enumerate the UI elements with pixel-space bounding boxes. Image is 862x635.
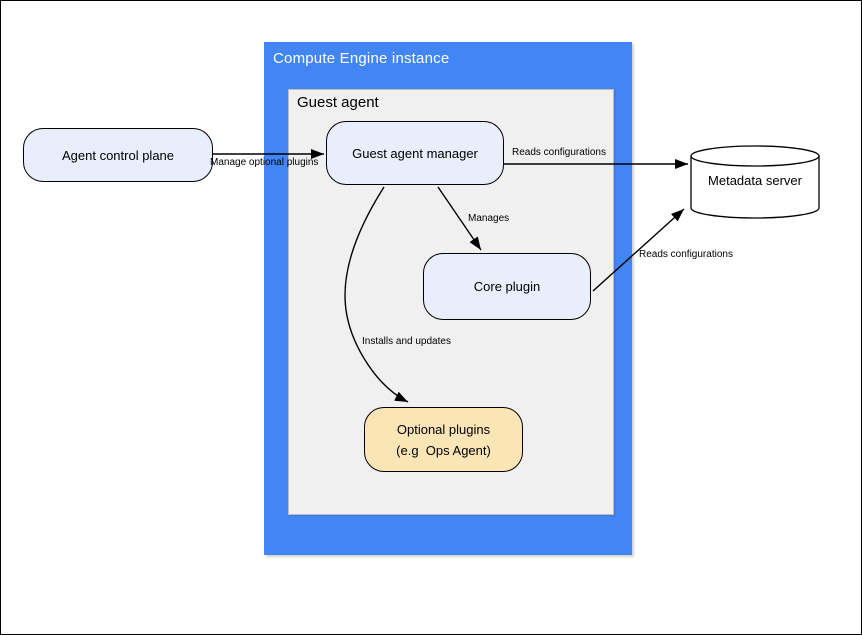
core-plugin-label: Core plugin (473, 279, 541, 294)
node-core-plugin: Core plugin (423, 253, 591, 320)
edge-label-reads-configurations-top: Reads configurations (512, 147, 606, 158)
edge-label-installs-and-updates: Installs and updates (362, 336, 451, 347)
guest-agent-manager-label: Guest agent manager (352, 145, 478, 161)
edge-label-manages: Manages (468, 213, 510, 224)
guest-agent-title: Guest agent (297, 94, 379, 111)
optional-plugins-label-line2: (e.g Ops Agent) (396, 442, 491, 458)
edge-label-manage-optional-plugins: Manage optional plugins (210, 157, 319, 168)
metadata-server-label: Metadata server (708, 173, 802, 188)
optional-plugins-label-line1: Optional plugins (396, 421, 491, 437)
node-agent-control-plane: Agent control plane (23, 128, 213, 182)
node-guest-agent-manager: Guest agent manager (326, 121, 504, 185)
agent-control-plane-label: Agent control plane (61, 147, 175, 163)
compute-engine-instance-title: Compute Engine instance (273, 50, 450, 67)
edge-label-reads-configurations-bottom: Reads configurations (639, 249, 733, 260)
node-optional-plugins: Optional plugins (e.g Ops Agent) (364, 407, 523, 472)
